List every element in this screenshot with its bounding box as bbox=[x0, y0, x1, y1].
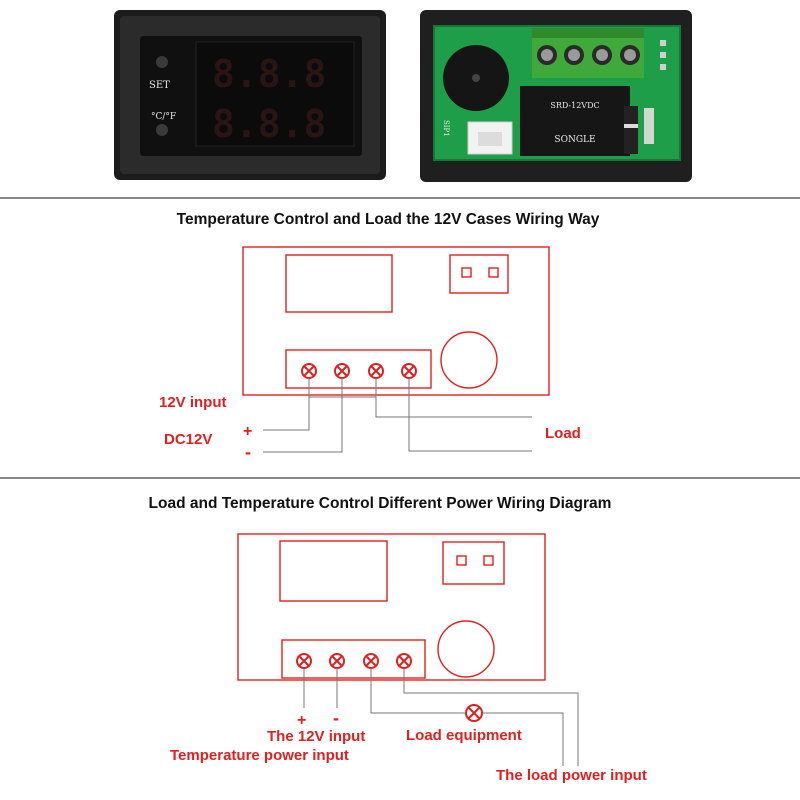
diagram2-12v-input-label: The 12V input bbox=[267, 728, 365, 745]
terminal-2-icon bbox=[329, 653, 345, 669]
diagram1-12v-input-label: 12V input bbox=[159, 394, 227, 411]
terminal-3-icon bbox=[363, 653, 379, 669]
diode-icon bbox=[624, 106, 638, 154]
diagram2-board bbox=[237, 533, 546, 681]
diagram1-wires bbox=[263, 378, 532, 453]
diagram2-load-equipment-label: Load equipment bbox=[406, 727, 522, 744]
diagram1-title: Temperature Control and Load the 12V Cas… bbox=[177, 211, 600, 228]
relay-text-2: SONGLE bbox=[554, 135, 595, 145]
diagram1-dc12v-label: DC12V bbox=[164, 431, 212, 448]
diagram1-board bbox=[242, 246, 550, 396]
pcb-label: SIP1 bbox=[442, 120, 450, 137]
diagram1-minus-label: - bbox=[245, 442, 251, 462]
diagram2-temp-power-label: Temperature power input bbox=[170, 747, 349, 764]
relay-icon bbox=[520, 86, 630, 156]
terminal-3-icon bbox=[368, 363, 384, 379]
diagram2-terminal-icons bbox=[296, 653, 412, 669]
relay-text-1: SRD-12VDC bbox=[550, 101, 599, 110]
diagram2-load-power-label: The load power input bbox=[496, 767, 647, 784]
diagram2-minus-label: - bbox=[333, 708, 339, 728]
unit-button-icon bbox=[156, 124, 168, 136]
terminal-4-icon bbox=[396, 653, 412, 669]
display-digits-bottom: 8.8.8 bbox=[212, 102, 326, 146]
unit-label: °C/°F bbox=[151, 112, 176, 122]
diagram2-wires bbox=[303, 668, 579, 766]
display-module-photo: SET °C/°F 8.8.8 8.8.8 bbox=[114, 10, 386, 180]
diagram1-terminal-icons bbox=[301, 363, 417, 379]
set-label: SET bbox=[149, 80, 170, 91]
diagram2-plus-label: + bbox=[297, 712, 306, 729]
terminal-1-icon bbox=[296, 653, 312, 669]
screw-terminal-icons bbox=[537, 45, 640, 65]
terminal-1-icon bbox=[301, 363, 317, 379]
pcb-back-photo: SRD-12VDC SONGLE SIP1 bbox=[420, 10, 692, 182]
load-equipment-icon bbox=[465, 704, 483, 722]
diagram1-load-label: Load bbox=[545, 425, 581, 442]
terminal-2-icon bbox=[334, 363, 350, 379]
display-digits-top: 8.8.8 bbox=[212, 52, 326, 96]
terminal-4-icon bbox=[401, 363, 417, 379]
diagram1-plus-label: + bbox=[243, 423, 252, 440]
diagram2-title: Load and Temperature Control Different P… bbox=[149, 495, 612, 512]
set-button-icon bbox=[156, 56, 168, 68]
